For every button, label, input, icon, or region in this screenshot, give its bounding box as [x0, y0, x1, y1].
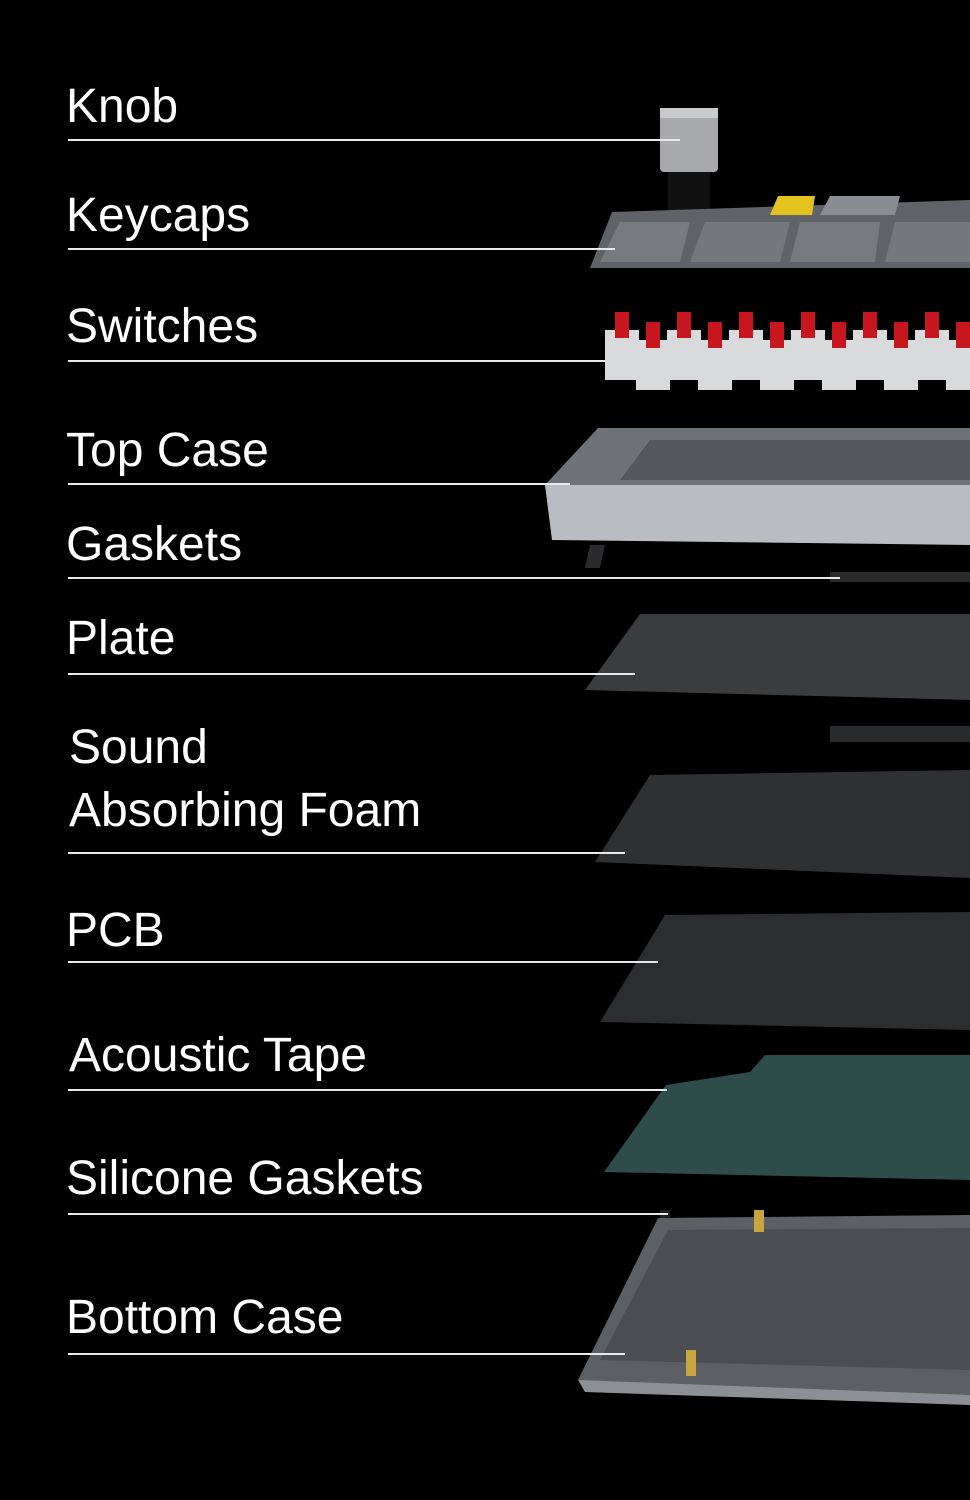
switch-stem: [708, 322, 722, 348]
leader-line-switches: [68, 360, 605, 362]
switch-body: [667, 330, 701, 380]
switch-body: [605, 330, 639, 380]
top-case-illustration: [545, 428, 970, 582]
switch-stem: [677, 312, 691, 338]
switch-body: [884, 340, 918, 390]
switch-stem: [739, 312, 753, 338]
leader-line-bottom-case: [68, 1353, 625, 1355]
bottom-case-illustration: [578, 1210, 970, 1405]
leader-line-top-case: [68, 483, 570, 485]
label-gaskets: Gaskets: [66, 518, 243, 571]
leader-line-acoustic-tape: [68, 1089, 667, 1091]
label-pcb: PCB: [66, 904, 165, 957]
leader-line-knob: [68, 139, 680, 141]
switch-stem: [801, 312, 815, 338]
pcb-illustration: [600, 912, 970, 1030]
switch-body: [822, 340, 856, 390]
switch-body: [915, 330, 949, 380]
label-keycaps: Keycaps: [66, 189, 251, 242]
switch-stem: [956, 322, 970, 348]
label-bottom-case: Bottom Case: [66, 1291, 344, 1344]
switch-body: [760, 340, 794, 390]
label-silicone-gaskets: Silicone Gaskets: [66, 1152, 424, 1205]
label-plate: Plate: [66, 612, 176, 665]
leader-line-gaskets: [68, 577, 840, 579]
switch-stem: [894, 322, 908, 348]
switch-body: [853, 330, 887, 380]
leader-line-foam: [68, 852, 625, 854]
switches-illustration: [605, 312, 970, 390]
label-sound-absorbing-foam: Sound Absorbing Foam: [69, 721, 422, 837]
leader-line-silicone-gaskets: [68, 1213, 668, 1215]
acoustic-tape-illustration: [604, 1055, 970, 1180]
switch-stem: [832, 322, 846, 348]
switch-body: [698, 340, 732, 390]
leader-line-keycaps: [68, 248, 615, 250]
label-knob: Knob: [66, 80, 179, 133]
switch-stem: [770, 322, 784, 348]
switch-stem: [615, 312, 629, 338]
label-switches: Switches: [66, 300, 259, 353]
switch-body: [946, 340, 970, 390]
switch-stem: [863, 312, 877, 338]
foam-illustration: [595, 770, 970, 878]
leader-line-pcb: [68, 961, 658, 963]
knob-illustration: [660, 108, 718, 210]
switch-body: [729, 330, 763, 380]
plate-illustration: [585, 614, 970, 742]
switch-stem: [646, 322, 660, 348]
switch-stem: [925, 312, 939, 338]
label-acoustic-tape: Acoustic Tape: [69, 1029, 367, 1082]
label-top-case: Top Case: [66, 424, 269, 477]
keycaps-illustration: [590, 196, 970, 268]
switch-body: [791, 330, 825, 380]
switch-body: [636, 340, 670, 390]
leader-line-plate: [68, 673, 635, 675]
